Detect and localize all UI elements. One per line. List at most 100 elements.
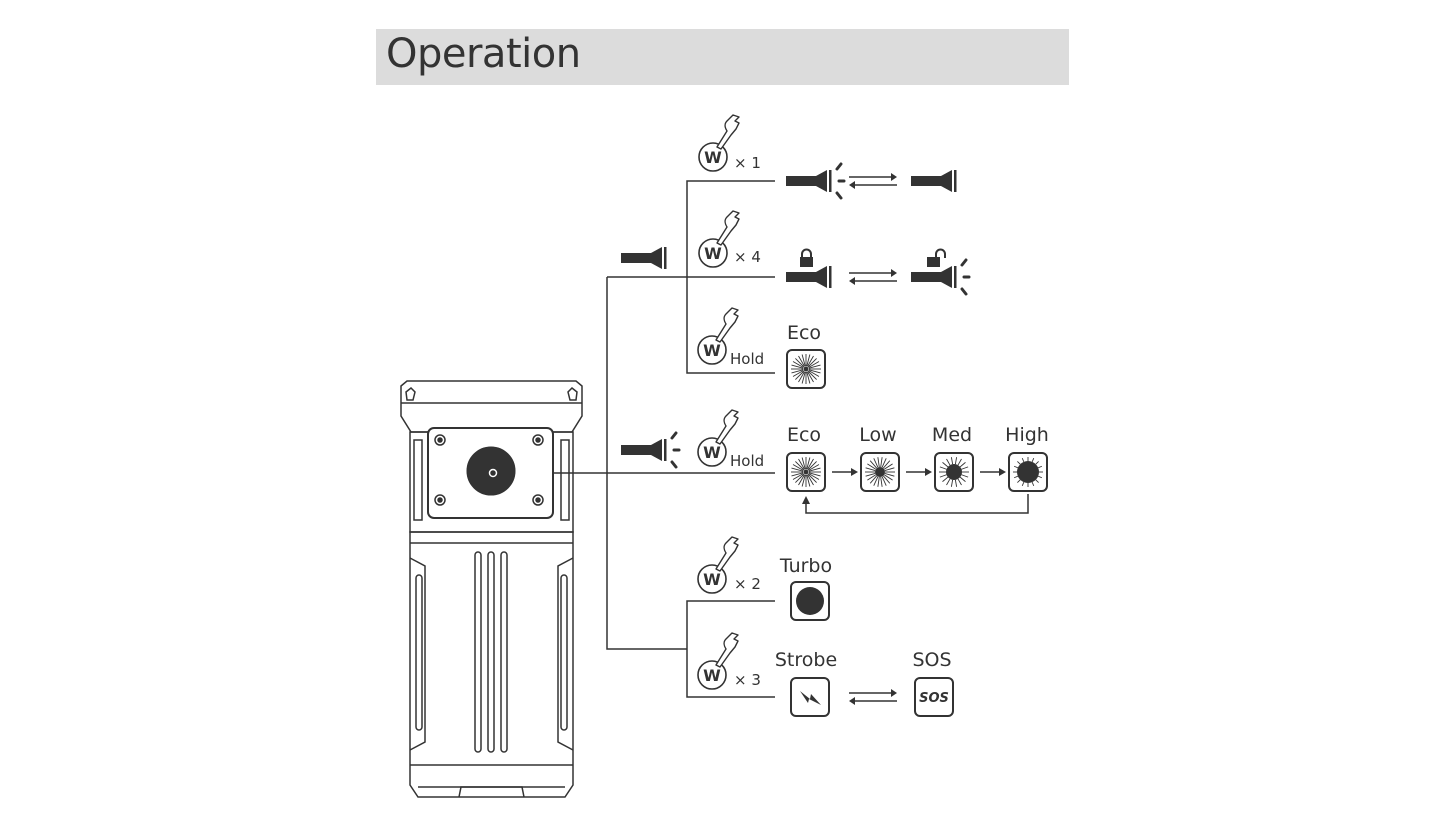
- light-core: [875, 467, 885, 477]
- light-ray: [957, 458, 962, 466]
- light-ray: [884, 467, 895, 472]
- next-arrow-icon: [905, 467, 933, 477]
- light-ray: [801, 474, 806, 487]
- light-ray: [883, 463, 893, 470]
- mode-label-med: Med: [932, 424, 972, 446]
- light-ray: [880, 457, 883, 468]
- light-ray: [961, 474, 969, 478]
- light-ray: [795, 461, 805, 471]
- light-ray: [807, 355, 814, 367]
- mode-label-strobe: Strobe: [775, 649, 837, 671]
- mode-label-low: Low: [859, 424, 896, 446]
- light-ray: [867, 474, 877, 481]
- light-ray: [791, 364, 804, 369]
- w-button-press-icon: [697, 536, 739, 594]
- light-ray: [946, 458, 951, 466]
- light-ray: [807, 461, 817, 471]
- light-ray: [939, 474, 947, 478]
- eco-mode-icon: [786, 349, 826, 389]
- press-count-x4: × 4: [734, 248, 761, 266]
- light-ray: [798, 355, 805, 367]
- light-ray: [954, 457, 958, 465]
- light-ray: [795, 370, 805, 380]
- light-ray: [882, 460, 891, 469]
- mode-label-sos: SOS: [912, 649, 951, 671]
- light-ray: [808, 464, 820, 471]
- toggle-arrows-icon: [848, 172, 898, 190]
- light-ray: [865, 467, 876, 472]
- light-ray: [807, 473, 817, 483]
- next-arrow-icon: [979, 467, 1007, 477]
- light-core: [803, 366, 809, 372]
- light-ray: [808, 364, 821, 369]
- light-ray: [806, 354, 811, 367]
- light-ray: [939, 466, 947, 470]
- light-ray: [883, 474, 893, 481]
- light-ray: [798, 474, 805, 486]
- light-ray: [957, 478, 962, 486]
- connector-cycle-return: [805, 494, 1029, 514]
- light-ray: [950, 457, 954, 465]
- turbo-mode-icon: [790, 581, 830, 621]
- light-ray: [807, 474, 814, 486]
- light-ray: [808, 369, 821, 374]
- light-ray: [950, 479, 954, 487]
- light-ray: [1031, 481, 1035, 487]
- light-ray: [1017, 461, 1021, 465]
- light-ray: [798, 458, 805, 470]
- power-button[interactable]: [465, 445, 517, 497]
- cycle-return-arrowhead: [802, 496, 810, 504]
- light-ray: [942, 462, 949, 468]
- flashlight-unlocked-on-icon: [911, 248, 971, 296]
- next-arrow-icon: [831, 467, 859, 477]
- press-hold: Hold: [730, 452, 764, 470]
- light-ray: [807, 370, 817, 380]
- press-count-x1: × 1: [734, 154, 761, 172]
- power-button-indicator: [488, 468, 498, 478]
- light-ray: [959, 462, 966, 468]
- light-ray: [798, 371, 805, 383]
- light-ray: [1021, 481, 1025, 487]
- press-hold: Hold: [730, 350, 764, 368]
- press-count-x2: × 2: [734, 575, 761, 593]
- light-ray: [869, 460, 878, 469]
- light-ray: [869, 475, 878, 484]
- connector-any-subbus: [686, 600, 775, 698]
- light-ray: [806, 474, 811, 487]
- light-ray: [867, 463, 877, 470]
- light-ray: [791, 472, 804, 477]
- light-ray: [801, 457, 806, 470]
- light-ray: [795, 473, 805, 483]
- light-ray: [880, 476, 883, 487]
- mode-label-eco: Eco: [787, 322, 821, 344]
- light-ray: [1037, 465, 1043, 469]
- light-ray: [946, 478, 951, 486]
- light-ray: [808, 361, 820, 368]
- light-ray: [954, 479, 958, 487]
- light-ray: [1031, 457, 1035, 463]
- light-ray: [1013, 475, 1019, 479]
- light-ray: [1017, 479, 1021, 483]
- light-ray: [961, 466, 969, 470]
- connector-lines: [515, 180, 1029, 698]
- light-core: [1017, 461, 1039, 483]
- light-ray: [808, 472, 821, 477]
- connector-off-subbus: [686, 180, 775, 374]
- toggle-arrows-icon: [848, 268, 898, 286]
- light-core: [946, 464, 962, 480]
- eco-mode-icon: [786, 452, 826, 492]
- light-ray: [1035, 479, 1039, 483]
- page-title: Operation: [386, 31, 581, 77]
- light-ray: [808, 467, 821, 472]
- light-ray: [1035, 461, 1039, 465]
- flashlight-on-icon: [621, 431, 681, 469]
- light-ray: [808, 473, 820, 480]
- light-ray: [873, 476, 879, 486]
- light-ray: [791, 467, 804, 472]
- light-ray: [1013, 465, 1019, 469]
- light-ray: [882, 475, 891, 484]
- light-ray: [884, 472, 895, 477]
- sos-icon: SOS: [914, 677, 954, 717]
- light-ray: [792, 464, 804, 471]
